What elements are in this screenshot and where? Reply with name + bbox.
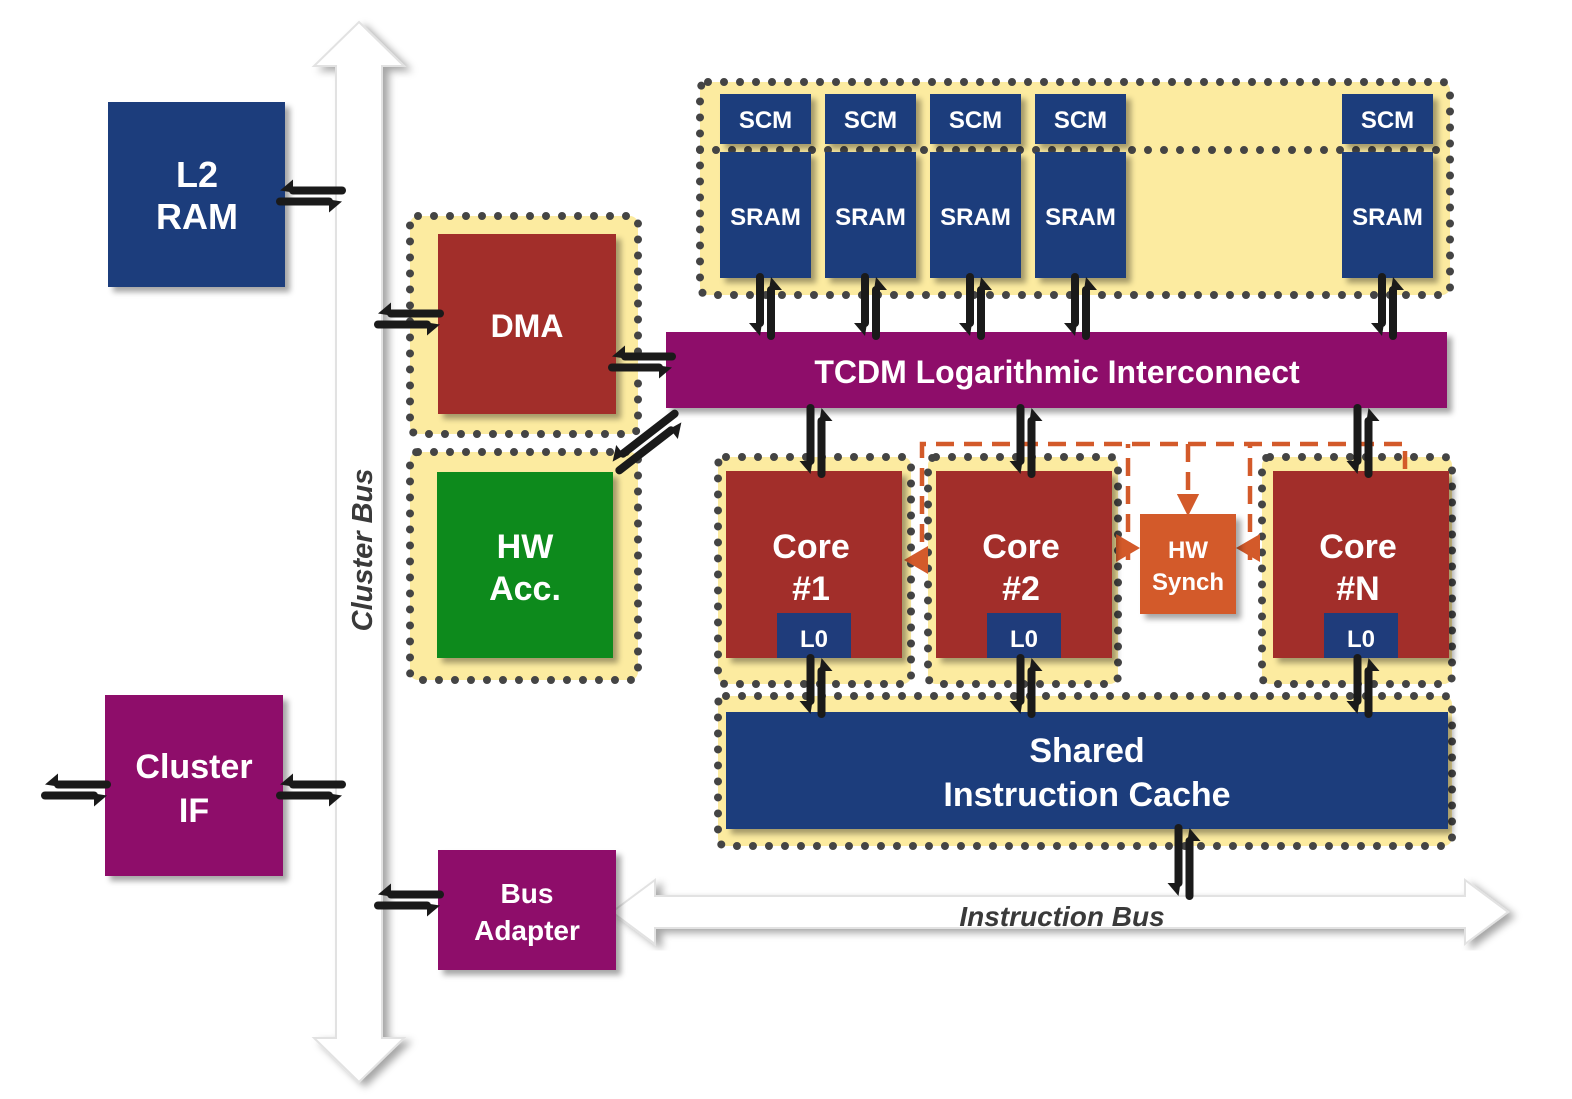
dma-tcdm-arrow: [608, 345, 676, 379]
hw-acc-tcdm-arrow: [612, 409, 682, 475]
core-label-line1: Core: [982, 528, 1059, 566]
cluster-bus-label: Cluster Bus: [347, 469, 379, 632]
memory-bank: SCM SRAM: [825, 94, 916, 278]
bank-tcdm-arrow: [854, 273, 887, 340]
connection-arrows: [41, 179, 1404, 917]
memory-bank: SCM SRAM: [930, 94, 1021, 278]
bank-tcdm-arrow: [1064, 273, 1097, 340]
scm-label: SCM: [949, 107, 1002, 134]
hw-synch-block: HW Synch: [1140, 514, 1236, 614]
bank-tcdm-arrow: [749, 273, 782, 340]
core-block: Core #2L0: [936, 471, 1112, 658]
sram-label: SRAM: [940, 204, 1011, 231]
core-block: Core #1L0: [726, 471, 902, 658]
core-block: Core #N L0: [1273, 471, 1449, 658]
icache-label-line1: Shared: [1029, 732, 1144, 770]
hw-synch-arrowheads: [904, 534, 1260, 574]
l0-cache: [777, 613, 851, 658]
scm-label: SCM: [844, 107, 897, 134]
icache-label-line2: Instruction Cache: [943, 776, 1230, 814]
core-label-line2: #1: [792, 570, 830, 608]
l2-ram-bus-arrow: [276, 179, 346, 213]
cores: Core #1L0 Core #2L0 Core #N L0: [726, 471, 1449, 658]
scm-block: [1342, 94, 1433, 144]
cluster-if-external-arrow: [41, 773, 111, 807]
l0-cache: [1324, 613, 1398, 658]
hw-acc-label-line2: Acc.: [489, 570, 561, 608]
l0-label: L0: [1347, 626, 1375, 653]
sram-label: SRAM: [1352, 204, 1423, 231]
tcdm-interconnect: TCDM Logarithmic Interconnect: [666, 332, 1447, 408]
sram-block: [720, 152, 811, 278]
dma-label: DMA: [491, 308, 564, 344]
scm-block: [930, 94, 1021, 144]
core-label-line2: #N: [1336, 570, 1379, 608]
cluster-bus: [311, 20, 407, 1084]
sram-label: SRAM: [730, 204, 801, 231]
shared-instruction-cache: Shared Instruction Cache: [726, 712, 1448, 829]
sram-block: [1342, 152, 1433, 278]
hw-acc-label-line1: HW: [497, 528, 555, 566]
scm-label: SCM: [1054, 107, 1107, 134]
dma-bus-arrow: [374, 302, 444, 336]
sram-label: SRAM: [1045, 204, 1116, 231]
core-icache-arrow: [1009, 654, 1043, 718]
icache-instruction-bus-arrow: [1167, 824, 1201, 900]
sram-block: [825, 152, 916, 278]
tcdm-label: TCDM Logarithmic Interconnect: [814, 354, 1300, 390]
dma-block: DMA: [438, 234, 616, 414]
sram-label: SRAM: [835, 204, 906, 231]
memory-banks: SCM SRAM SCM SRAM SCM SRAM SCM SRAM SCM SRAM: [720, 94, 1433, 278]
cluster-if-block: Cluster IF: [105, 695, 283, 876]
memory-bank: SCM SRAM: [1342, 94, 1433, 278]
bus-adapter-block: Bus Adapter: [438, 850, 616, 970]
scm-block: [720, 94, 811, 144]
hw-synch-label-line1: HW: [1168, 537, 1208, 564]
bus-adapter-label-line1: Bus: [501, 878, 554, 909]
memory-bank: SCM SRAM: [720, 94, 811, 278]
instruction-bus: [610, 878, 1510, 946]
l0-cache: [987, 613, 1061, 658]
l2-ram-label-line2: RAM: [156, 196, 238, 237]
scm-label: SCM: [1361, 107, 1414, 134]
memory-bank: SCM SRAM: [1035, 94, 1126, 278]
tcdm-core-arrow: [1009, 404, 1043, 478]
l2-ram-block: L2 RAM: [108, 102, 285, 287]
bus-adapter-bus-arrow: [374, 883, 444, 917]
cluster-if-label-line2: IF: [179, 792, 209, 830]
l0-label: L0: [800, 626, 828, 653]
hw-acc-block: HW Acc.: [437, 472, 613, 658]
core-icache-arrow: [799, 654, 833, 718]
tcdm-core-arrow: [799, 404, 833, 478]
cluster-if-bus-arrow: [276, 773, 346, 807]
sram-block: [1035, 152, 1126, 278]
sram-block: [930, 152, 1021, 278]
tcdm-core-arrow: [1346, 404, 1380, 478]
hw-synch-label-line2: Synch: [1152, 569, 1224, 596]
bus-adapter-label-line2: Adapter: [474, 915, 580, 946]
instruction-bus-label: Instruction Bus: [959, 901, 1164, 932]
scm-block: [1035, 94, 1126, 144]
scm-block: [825, 94, 916, 144]
core-label-line2: #2: [1002, 570, 1040, 608]
bank-tcdm-arrow: [959, 273, 992, 340]
core-icache-arrow: [1346, 654, 1380, 718]
core-label-line1: Core: [772, 528, 849, 566]
core-label-line1: Core: [1319, 528, 1396, 566]
l0-label: L0: [1010, 626, 1038, 653]
scm-label: SCM: [739, 107, 792, 134]
bank-tcdm-arrow: [1371, 273, 1404, 340]
cluster-if-label-line1: Cluster: [135, 748, 252, 786]
l2-ram-label-line1: L2: [176, 154, 218, 195]
